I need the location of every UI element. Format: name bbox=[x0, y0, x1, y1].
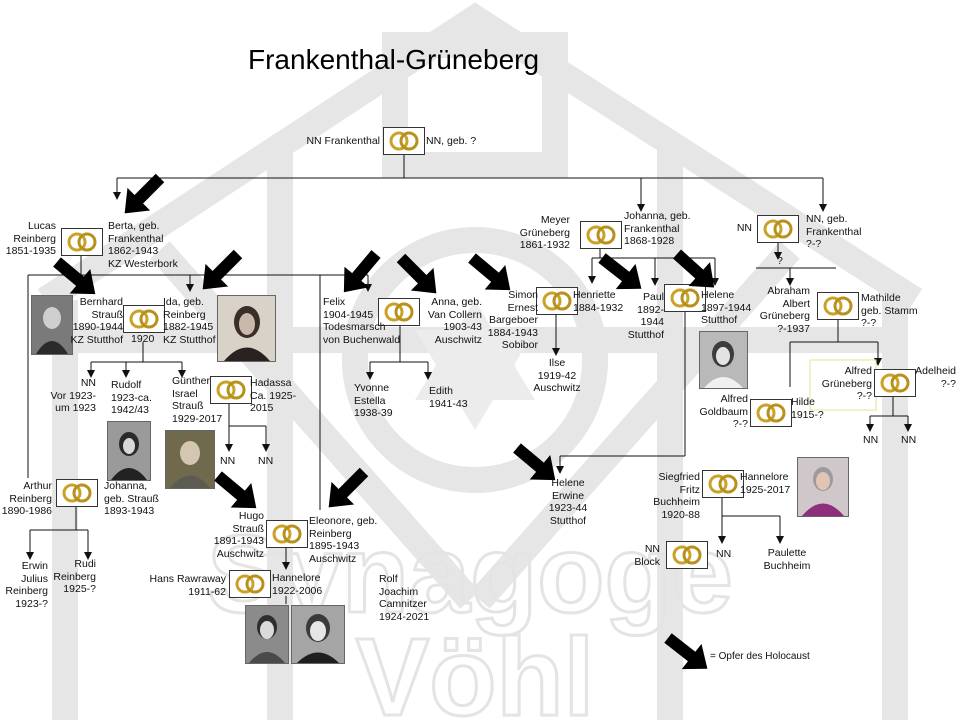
marriage-year: 1920 bbox=[131, 333, 154, 346]
person-eleonore-strauss: Eleonore, geb. Reinberg 1895-1943 Auschw… bbox=[309, 515, 377, 565]
person-bernhard-strauss: Bernhard Strauß 1890-1944 KZ Stutthof bbox=[40, 296, 123, 346]
person-rudolf: Rudolf 1923-ca. 1942/43 bbox=[111, 379, 152, 417]
person-erwin-reinberg: Erwin Julius Reinberg 1923-? bbox=[0, 560, 48, 610]
person-nn-frankenthal: NN Frankenthal bbox=[290, 135, 380, 148]
person-ilse: Ilse 1919-42 Auschwitz bbox=[526, 357, 588, 395]
thick-arrow-icon bbox=[332, 244, 389, 303]
thick-arrow-icon bbox=[191, 243, 249, 301]
person-hugo-strauss: Hugo Strauß 1891-1943 Auschwitz bbox=[200, 510, 264, 560]
legend-label: = Opfer des Holocaust bbox=[710, 651, 810, 662]
person-berta-reinberg: Berta, geb. Frankenthal 1862-1943 KZ Wes… bbox=[108, 220, 178, 270]
person-lucas-reinberg: Lucas Reinberg 1851-1935 bbox=[0, 220, 56, 258]
person-arthur-reinberg: Arthur Reinberg 1890-1986 bbox=[0, 480, 52, 518]
person-nn: NN bbox=[220, 455, 235, 468]
person-rolf-camnitzer: Rolf Joachim Camnitzer 1924-2021 bbox=[379, 573, 429, 623]
person-nn-vor-1923: NN Vor 1923- um 1923 bbox=[40, 377, 96, 415]
person-nn: NN bbox=[716, 548, 731, 561]
person-paul: Paul 1892- 1944 Stutthof bbox=[612, 291, 664, 341]
person-nn: NN bbox=[258, 455, 273, 468]
thick-arrow-icon bbox=[113, 167, 171, 225]
person-siegfried-buchheim: Siegfried Fritz Buchheim 1920-88 bbox=[634, 471, 700, 521]
person-yvonne: Yvonne Estella 1938-39 bbox=[354, 382, 393, 420]
person-edith: Edith 1941-43 bbox=[429, 385, 468, 410]
person-helene-erwine: Helene Erwine 1923-44 Stutthof bbox=[534, 477, 602, 527]
person-paulette-buchheim: Paulette Buchheim bbox=[755, 547, 819, 572]
person-mathilde: Mathilde geb. Stamm ?-? bbox=[861, 292, 918, 330]
thick-arrow-icon bbox=[317, 461, 375, 519]
person-hilde: Hilde 1915-? bbox=[791, 396, 824, 421]
legend-arrow-icon bbox=[658, 625, 717, 681]
person-nn-block: NN Block bbox=[620, 543, 660, 568]
person-meyer-grueneberg: Meyer Grüneberg 1861-1932 bbox=[500, 214, 570, 252]
person-johanna-strauss: Johanna, geb. Strauß 1893-1943 bbox=[104, 480, 159, 518]
person-adelheid: Adelheid ?-? bbox=[900, 365, 956, 390]
person-rudi-reinberg: Rudi Reinberg 1925-? bbox=[44, 558, 96, 596]
person-alfred-goldbaum: Alfred Goldbaum ?-? bbox=[680, 393, 748, 431]
person-nn-geb: NN, geb. ? bbox=[426, 135, 476, 148]
person-hannelore-1922: Hannelore 1922-2006 bbox=[272, 572, 322, 597]
person-hannelore-1925: Hannelore 1925-2017 bbox=[740, 471, 790, 496]
person-nn-right: NN bbox=[720, 222, 752, 235]
person-felix-reinberg: Felix 1904-1945 Todesmarsch von Buchenwa… bbox=[323, 296, 400, 346]
person-johanna-grueneberg: Johanna, geb. Frankenthal 1868-1928 bbox=[624, 210, 691, 248]
unknown-marker: ? bbox=[777, 255, 783, 268]
person-hadassa: Hadassa Ca. 1925- 2015 bbox=[250, 377, 296, 415]
person-abraham-grueneberg: Abraham Albert Grüneberg ?-1937 bbox=[740, 285, 810, 335]
person-nn-geb-frankenthal: NN, geb. Frankenthal ?-? bbox=[806, 213, 861, 251]
person-nn: NN bbox=[901, 434, 916, 447]
person-nn: NN bbox=[863, 434, 878, 447]
person-guenther-strauss: Günther Israel Strauß 1929-2017 bbox=[172, 375, 222, 425]
person-ida-strauss: Ida, geb. Reinberg 1882-1945 KZ Stutthof bbox=[163, 296, 216, 346]
person-simon-bargeboer: Simon Ernest Bargeboer 1884-1943 Sobibor bbox=[476, 289, 538, 352]
person-hans-rawraway: Hans Rawraway 1911-62 bbox=[140, 573, 226, 598]
person-anna-reinberg: Anna, geb. Van Collern 1903-43 Auschwitz bbox=[406, 296, 482, 346]
